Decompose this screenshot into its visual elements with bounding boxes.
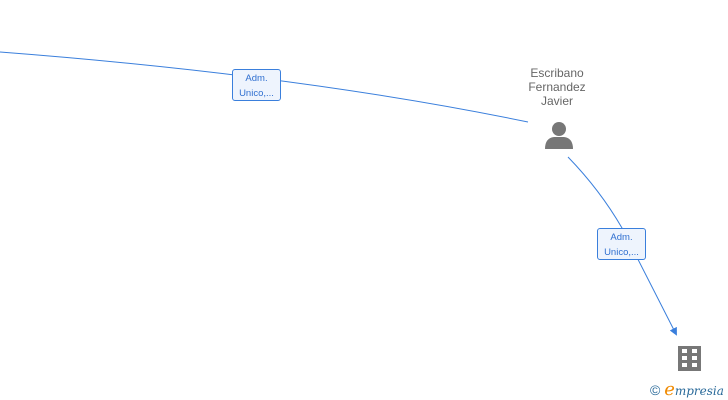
edge-label-2[interactable]: Adm. Unico,... (597, 228, 646, 260)
person-node-name[interactable]: Escribano Fernandez Javier (512, 66, 602, 108)
name-line: Fernandez (528, 80, 586, 94)
brand-initial: e (664, 379, 675, 400)
name-line: Javier (540, 94, 573, 108)
person-icon[interactable] (544, 120, 574, 150)
brand-name: mpresia (674, 384, 724, 398)
edge-incoming-to-person (0, 51, 529, 123)
empresia-logo: © empresia (650, 379, 724, 400)
copyright-symbol: © (650, 382, 661, 398)
edge-person-to-company (567, 156, 677, 336)
edge-label-1[interactable]: Adm. Unico,... (232, 69, 281, 101)
edge-label-line: Unico,... (604, 247, 639, 258)
edge-label-line: Adm. (610, 232, 633, 243)
name-line: Escribano (530, 66, 584, 80)
edge-label-line: Adm. (245, 73, 268, 84)
edge-label-line: Unico,... (239, 88, 274, 99)
building-icon[interactable] (678, 346, 701, 371)
